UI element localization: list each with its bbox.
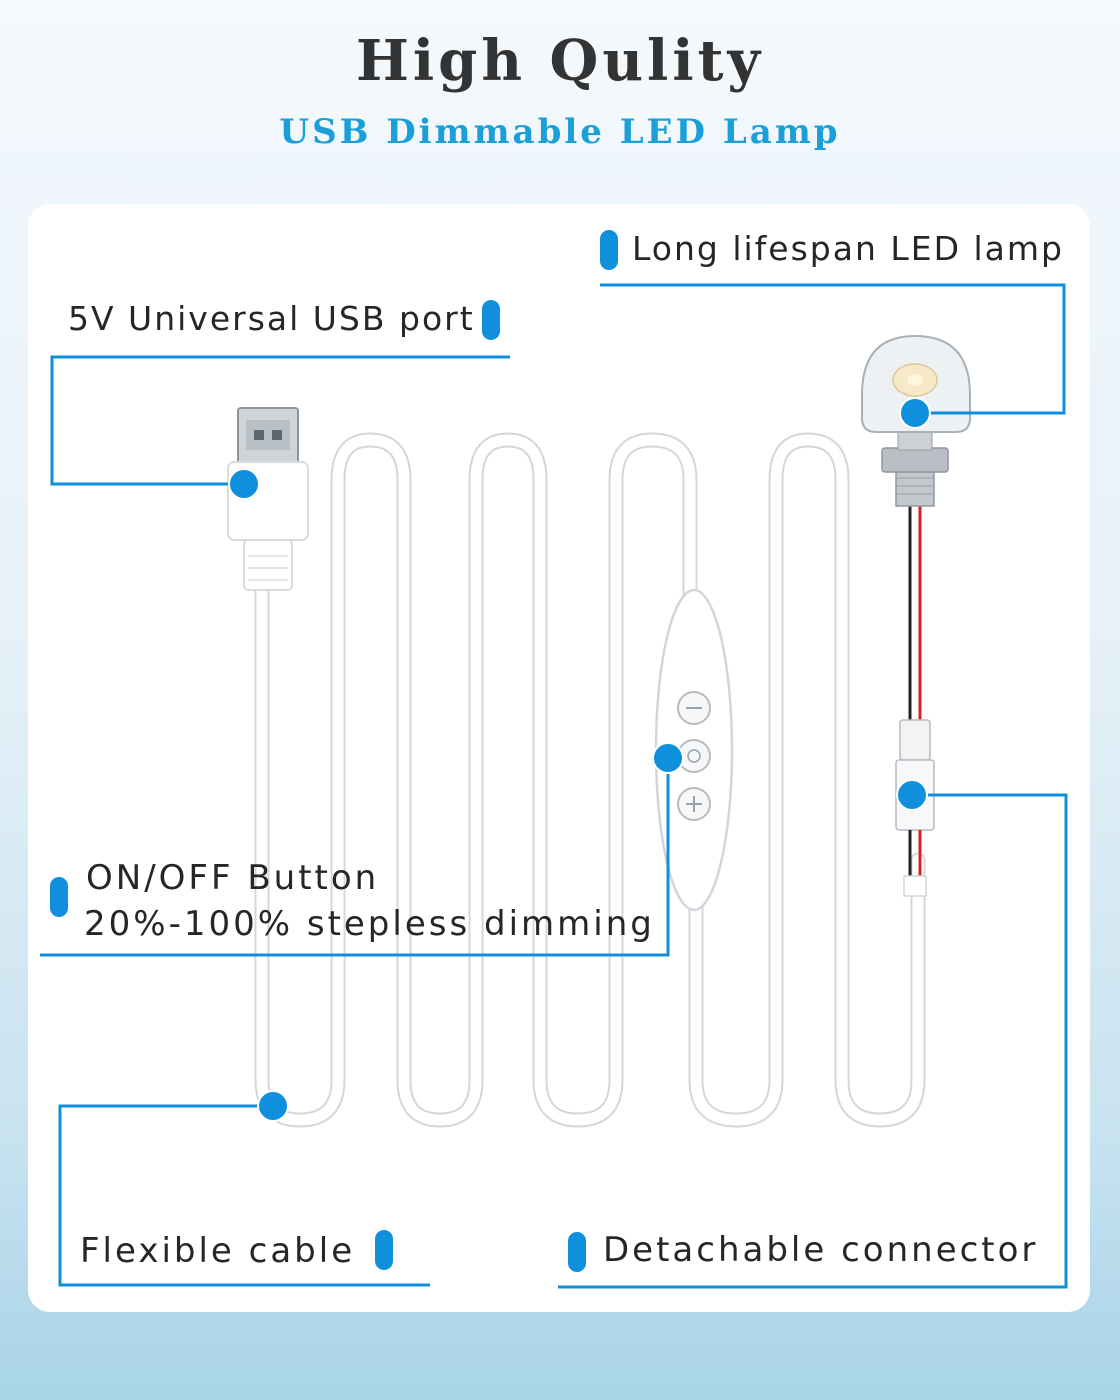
led-lamp-icon [861, 334, 971, 720]
flexible-cable [254, 432, 926, 1128]
dimming-callout-label: 20%-100% stepless dimming [84, 904, 655, 944]
button-callout-line [40, 758, 670, 957]
button-label-marker [50, 877, 68, 917]
lamp-callout-dot [899, 397, 931, 429]
usb-callout-line [50, 355, 510, 486]
usb-callout-label: 5V Universal USB port [68, 299, 475, 338]
lamp-callout-label: Long lifespan LED lamp [632, 229, 1064, 268]
connector-label-marker [568, 1232, 586, 1272]
lamp-callout-line [600, 283, 1066, 415]
connector-callout-label: Detachable connector [603, 1230, 1039, 1270]
button-callout-dot [652, 742, 684, 774]
connector-callout-line [558, 793, 1068, 1289]
cable-callout-dot [257, 1090, 289, 1122]
connector-callout-dot [896, 779, 928, 811]
cable-callout-label: Flexible cable [80, 1231, 356, 1271]
lamp-label-marker [600, 230, 618, 270]
button-callout-label: ON/OFF Button [86, 858, 380, 898]
usb-label-marker [482, 300, 500, 340]
cable-callout-line [58, 1104, 430, 1287]
cable-label-marker [375, 1230, 393, 1270]
page-title: High Qulity [356, 28, 764, 94]
usb-callout-dot [228, 468, 260, 500]
page-subtitle: USB Dimmable LED Lamp [279, 112, 841, 152]
